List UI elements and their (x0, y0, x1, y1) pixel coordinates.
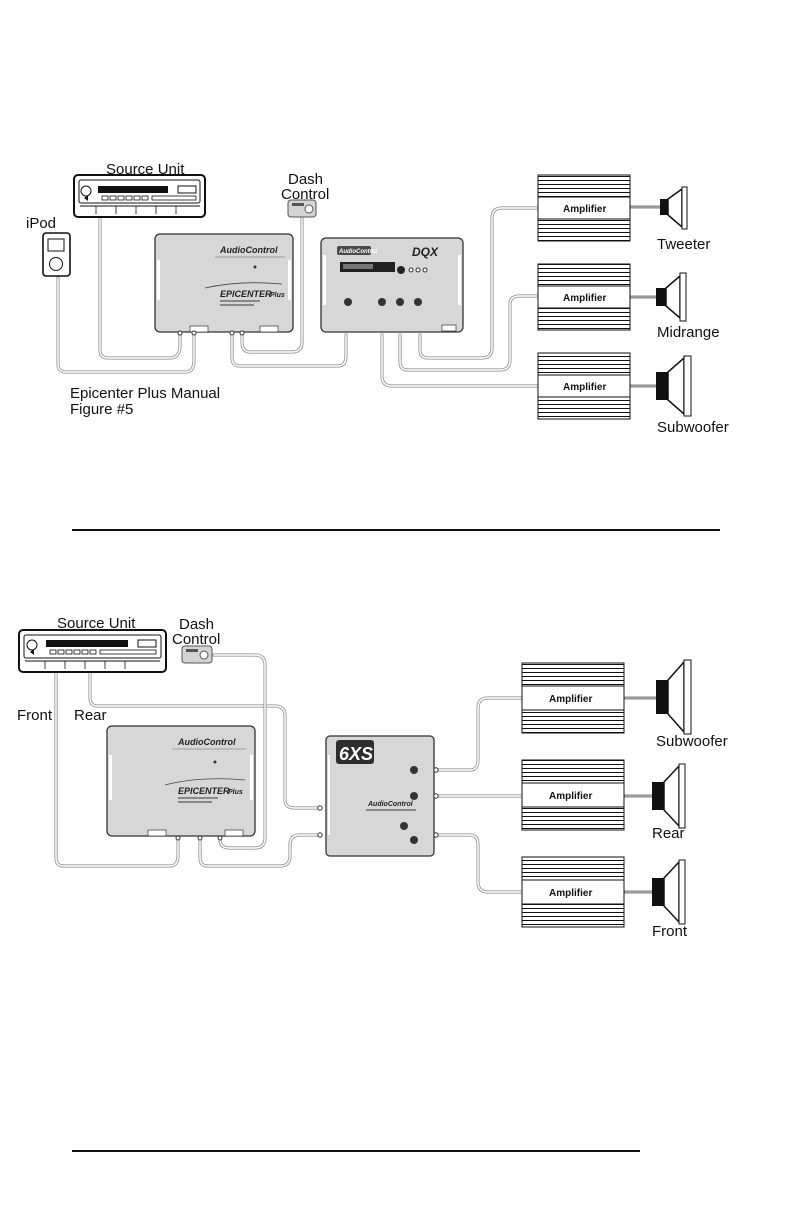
source-unit-label-1: Source Unit (106, 161, 185, 178)
amp-label-1: Amplifier (563, 204, 606, 215)
caption-line-1: Epicenter Plus Manual (70, 385, 220, 402)
rear-speaker (652, 764, 685, 828)
epicenter-plus-2: AudioControl EPICENTER Plus (107, 726, 255, 840)
figure-caption: Epicenter Plus Manual Figure #5 (70, 385, 224, 418)
caption-line-2: Figure #5 (70, 401, 133, 418)
epicenter-name-2: EPICENTER (178, 786, 230, 796)
epicenter-brand-2: AudioControl (177, 737, 236, 747)
subwoofer-speaker-2 (656, 660, 691, 734)
amp-6-front: Amplifier (522, 857, 624, 927)
amp-5-rear: Amplifier (522, 760, 624, 830)
midrange-label: Midrange (657, 324, 720, 341)
tweeter-speaker (660, 187, 687, 229)
source-unit-2 (19, 630, 166, 672)
sixxs-crossover: 6XS AudioControl (318, 736, 438, 856)
subwoofer-label-1: Subwoofer (657, 419, 729, 436)
source-unit-label-2: Source Unit (57, 615, 136, 632)
rear-speaker-label: Rear (652, 825, 685, 842)
amp-4-subwoofer: Amplifier (522, 663, 624, 733)
dqx-brand: AudioControl (338, 249, 378, 255)
diagram-2: Source Unit Dash Control Front Rear Audi… (17, 615, 728, 940)
front-input-label: Front (17, 707, 53, 724)
midrange-speaker (656, 273, 686, 321)
dqx-processor: AudioControl DQX (321, 238, 463, 332)
ipod-device (43, 233, 70, 276)
epicenter-suffix-2: Plus (228, 789, 243, 796)
dash-control-2 (182, 646, 212, 663)
epicenter-name-1: EPICENTER (220, 289, 272, 299)
amp-label-2: Amplifier (563, 293, 606, 304)
amp-2-midrange: Amplifier (538, 264, 630, 330)
front-speaker-label: Front (652, 923, 688, 940)
subwoofer-label-2: Subwoofer (656, 733, 728, 750)
dash-control-label-2: Dash Control (172, 616, 220, 648)
epicenter-plus-1: AudioControl EPICENTER Plus (155, 234, 293, 335)
amp-label-4: Amplifier (549, 694, 592, 705)
epicenter-brand-1: AudioControl (219, 245, 278, 255)
dash-control-label-1: Dash Control (281, 171, 329, 203)
sixxs-name: 6XS (339, 744, 373, 764)
control-word-2: Control (172, 631, 220, 648)
amp-label-3: Amplifier (563, 382, 606, 393)
diagram-1: Source Unit Dash Control iPod AudioContr… (26, 161, 729, 436)
rear-input-label: Rear (74, 707, 107, 724)
dqx-name: DQX (412, 245, 439, 259)
ipod-label: iPod (26, 215, 56, 232)
amp-label-5: Amplifier (549, 791, 592, 802)
tweeter-label: Tweeter (657, 236, 710, 253)
sixxs-brand: AudioControl (367, 801, 414, 808)
amp-label-6: Amplifier (549, 888, 592, 899)
subwoofer-speaker-1 (656, 356, 691, 416)
control-word-1: Control (281, 186, 329, 203)
amp-1-tweeter: Amplifier (538, 175, 630, 241)
amp-3-subwoofer: Amplifier (538, 353, 630, 419)
epicenter-suffix-1: Plus (270, 292, 285, 299)
source-unit-1 (74, 175, 205, 217)
front-speaker (652, 860, 685, 924)
